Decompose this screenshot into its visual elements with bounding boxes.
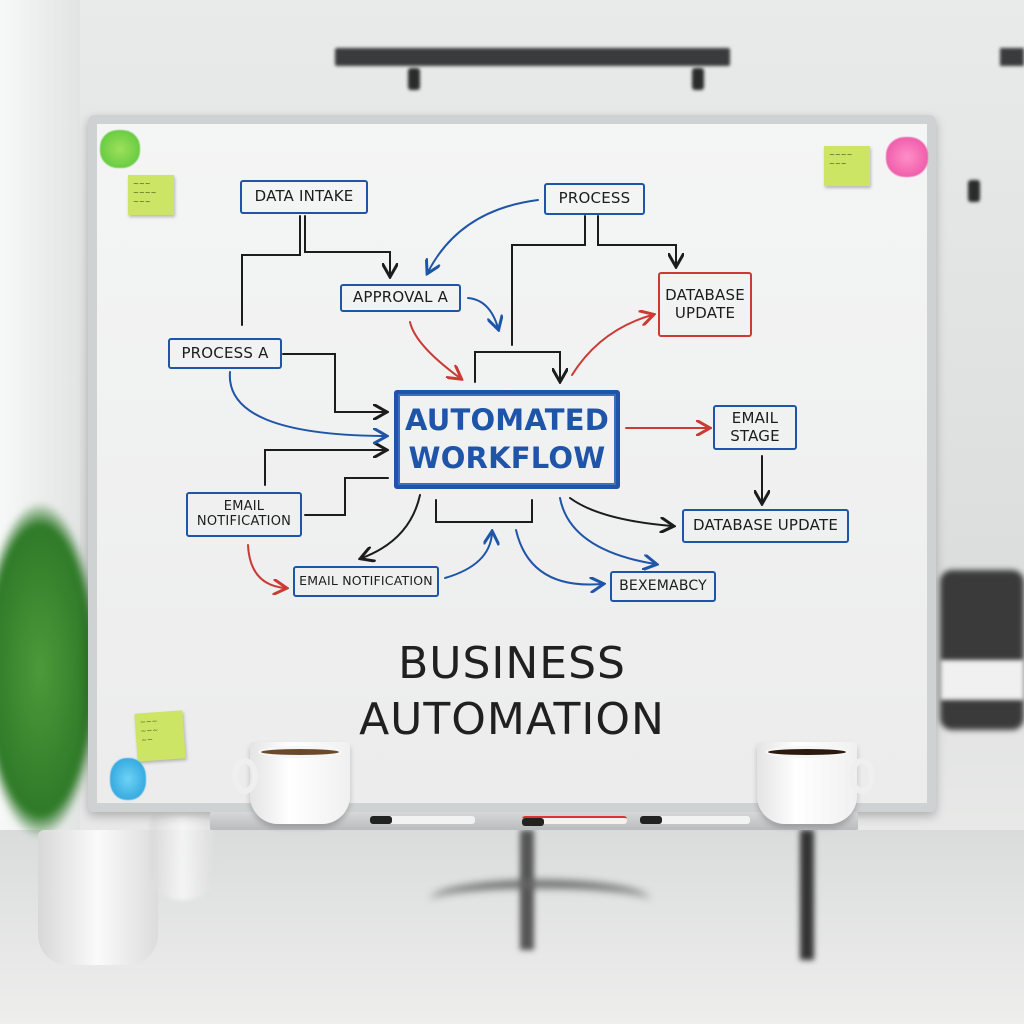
connector xyxy=(467,297,498,328)
office-chair xyxy=(940,570,1024,730)
board-title: BUSINESS AUTOMATION xyxy=(300,636,724,748)
node-approval-a: APPROVAL A xyxy=(340,284,461,312)
connector xyxy=(444,533,492,579)
plant-pot xyxy=(38,830,158,965)
marker xyxy=(522,816,627,826)
node-email-notification-left: EMAIL NOTIFICATION xyxy=(186,492,302,537)
ceiling-spotlight xyxy=(968,180,980,202)
ceiling-spotlight xyxy=(692,68,704,90)
connector xyxy=(282,353,385,412)
crumpled-paper-green xyxy=(100,130,140,168)
connector xyxy=(571,315,652,376)
connector xyxy=(228,371,385,436)
plant xyxy=(0,500,100,840)
coffee-cup xyxy=(232,742,350,824)
ceiling-light-rail xyxy=(1000,48,1024,66)
node-process-a: PROCESS A xyxy=(168,338,282,369)
node-email-notification-bottom: EMAIL NOTIFICATION xyxy=(293,566,439,597)
marker xyxy=(370,816,475,824)
connector xyxy=(409,321,460,378)
coffee-cup xyxy=(757,742,875,824)
connector xyxy=(362,494,421,558)
chair-legs xyxy=(430,880,650,920)
node-automated-workflow: AUTOMATED WORKFLOW xyxy=(394,390,620,489)
connector xyxy=(597,215,676,265)
connector xyxy=(241,215,301,326)
connector xyxy=(435,499,533,523)
sticky-note: ~~~~~~~~ xyxy=(134,710,186,762)
marker xyxy=(640,816,750,824)
connector xyxy=(511,215,586,346)
table-leg xyxy=(800,830,814,960)
sticky-note: ~~~~~~~~~~ xyxy=(128,175,174,215)
ceiling-light-rail xyxy=(335,48,730,66)
title-line-2: AUTOMATION xyxy=(359,694,665,745)
connector xyxy=(264,450,385,486)
connector xyxy=(474,351,560,382)
connector xyxy=(569,497,672,526)
ceiling-spotlight xyxy=(408,68,420,90)
connector xyxy=(428,199,539,272)
node-bexemabcy: BEXEMABCY xyxy=(610,571,716,602)
desk xyxy=(940,660,1024,700)
node-database-update-red: DATABASE UPDATE xyxy=(658,272,752,337)
connector xyxy=(247,544,285,588)
whiteboard xyxy=(88,115,936,812)
connector xyxy=(515,529,602,585)
node-email-stage: EMAIL STAGE xyxy=(713,405,797,450)
connector xyxy=(304,215,390,275)
node-database-update: DATABASE UPDATE xyxy=(682,509,849,543)
sticky-note: ~~~~~~~ xyxy=(824,146,870,186)
node-process: PROCESS xyxy=(544,183,645,215)
connector xyxy=(559,497,655,564)
title-line-1: BUSINESS xyxy=(398,638,626,689)
crumpled-paper-pink xyxy=(886,137,928,177)
node-data-intake: DATA INTAKE xyxy=(240,180,368,214)
connector xyxy=(304,477,389,516)
crumpled-paper-blue xyxy=(110,758,146,800)
plant-pot xyxy=(150,815,215,900)
